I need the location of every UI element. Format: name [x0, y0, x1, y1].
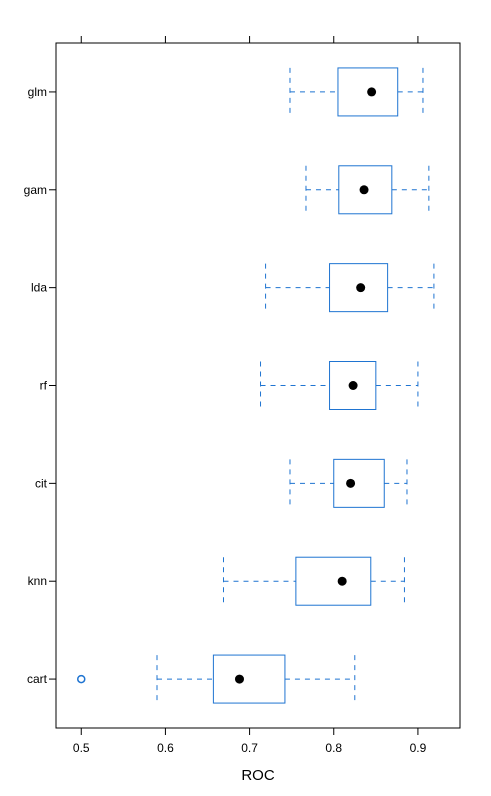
- category-label-knn: knn: [28, 574, 47, 588]
- x-tick-label: 0.8: [325, 741, 342, 755]
- category-label-cit: cit: [35, 476, 48, 490]
- category-label-glm: glm: [28, 85, 47, 99]
- iqr-box: [212, 654, 286, 704]
- box-gam: [305, 165, 430, 215]
- iqr-box: [295, 556, 372, 606]
- median-dot: [356, 283, 366, 293]
- median-dot: [346, 478, 356, 488]
- median-dot: [348, 381, 358, 390]
- y-axis: glm gam lda rf cit knn cart: [24, 85, 56, 686]
- x-axis: 0.5 0.6 0.7 0.8 0.9: [73, 728, 427, 755]
- median-dot: [234, 674, 244, 684]
- category-label-lda: lda: [31, 281, 47, 295]
- category-label-cart: cart: [27, 672, 48, 686]
- iqr-box: [333, 458, 385, 508]
- top-axis-ticks: [80, 36, 419, 43]
- category-label-gam: gam: [24, 183, 47, 197]
- box-cart: [77, 654, 356, 704]
- median-dot: [367, 87, 377, 97]
- x-tick-label: 0.9: [410, 741, 427, 755]
- box-series: [77, 67, 435, 704]
- x-tick-label: 0.5: [73, 741, 90, 755]
- category-label-rf: rf: [40, 379, 48, 393]
- x-tick-label: 0.7: [241, 741, 258, 755]
- box-cit: [289, 458, 408, 508]
- box-rf: [260, 361, 419, 410]
- outlier-point: [77, 674, 86, 684]
- box-glm: [289, 67, 424, 117]
- box-lda: [265, 263, 435, 313]
- median-dot: [359, 185, 369, 195]
- median-dot: [337, 576, 347, 586]
- box-knn: [222, 556, 405, 606]
- x-tick-label: 0.6: [157, 741, 174, 755]
- x-axis-title: ROC: [241, 767, 275, 784]
